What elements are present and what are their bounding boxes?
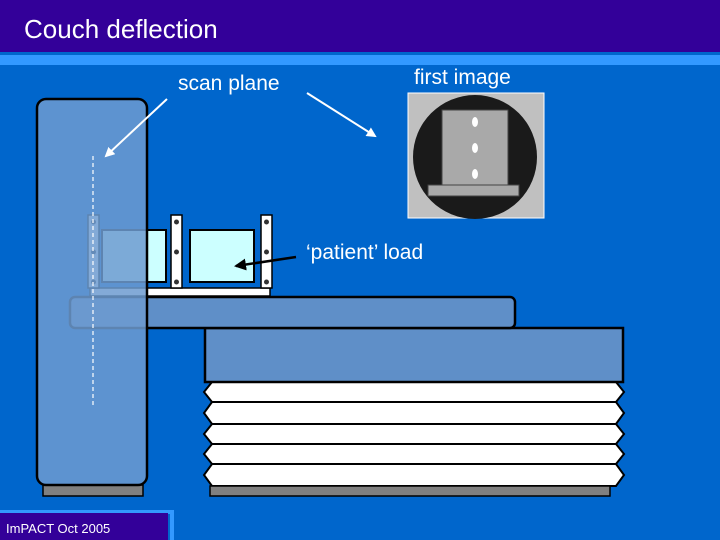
footer-accent-side: [170, 510, 174, 540]
couch-base-plate: [209, 485, 611, 497]
first-image-arrow: [306, 92, 377, 138]
patient-load-arrow: [234, 255, 297, 271]
couch-body: [203, 326, 625, 384]
gantry: [35, 97, 149, 487]
footer-text: ImPACT Oct 2005: [6, 521, 111, 536]
gantry-foot: [42, 484, 144, 497]
title-underline: [0, 55, 720, 65]
title-bar: [0, 0, 720, 52]
patient-load-label: ‘patient’ load: [306, 241, 424, 264]
footer-accent: [0, 510, 174, 514]
first-image-label: first image: [414, 66, 511, 89]
scan-plane-label: scan plane: [178, 72, 280, 95]
slide-title: Couch deflection: [24, 14, 218, 44]
footer-bar: [0, 513, 168, 540]
first-image-thumbnail: [407, 92, 545, 219]
scan-plane-arrow: [104, 98, 168, 158]
couch-bellows: [202, 381, 626, 487]
